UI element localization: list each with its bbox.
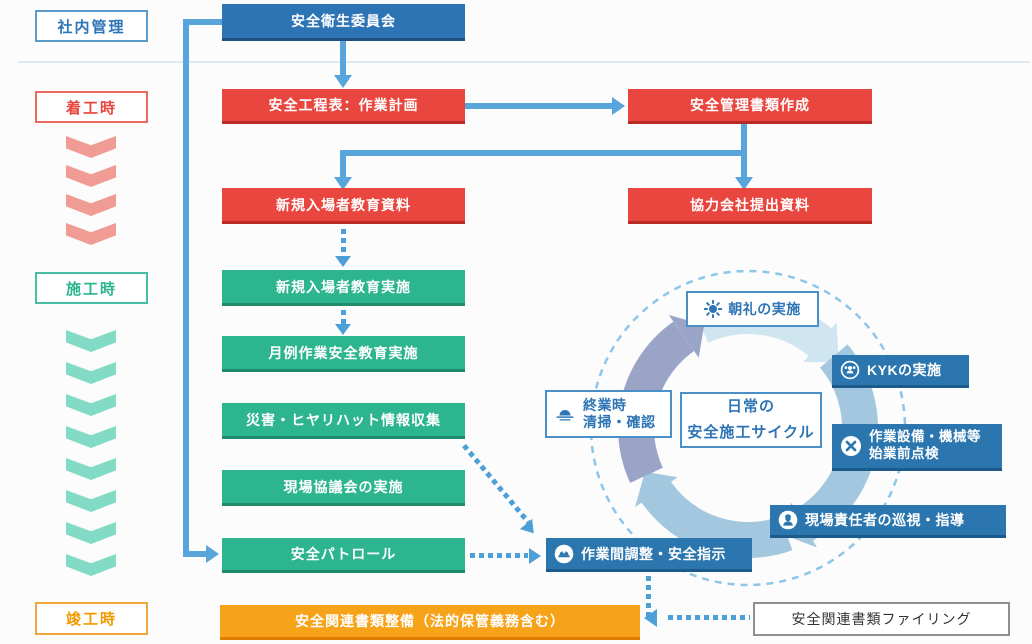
sun-icon: [704, 300, 723, 318]
cycle-equipment-label-line2: 始業前点検: [869, 446, 939, 461]
cycle-coordination-label: 作業間調整・安全指示: [581, 545, 726, 562]
stage-label-construction: 施工時: [35, 272, 148, 304]
dotted-connector: [462, 443, 531, 524]
connector: [183, 19, 189, 557]
chevron-down-icon: [66, 394, 116, 416]
chevron-down-icon: [66, 522, 116, 544]
helmet-icon: [554, 544, 574, 563]
connector: [183, 551, 209, 557]
connector: [340, 41, 346, 76]
connector: [340, 150, 346, 178]
arrowhead: [644, 609, 657, 627]
stage-label-internal: 社内管理: [35, 10, 148, 42]
chevron-down-icon: [66, 136, 116, 158]
arrowhead: [334, 177, 352, 190]
box-safety-patrol: 安全パトロール: [222, 538, 465, 573]
cycle-supervisor-label: 現場責任者の巡視・指導: [805, 512, 965, 528]
box-monthly-training: 月例作業安全教育実施: [222, 336, 465, 372]
dotted-connector: [341, 310, 346, 324]
worker-icon: [778, 510, 798, 530]
dotted-connector: [646, 576, 651, 618]
connector: [465, 103, 613, 109]
box-safety-schedule: 安全工程表：作業計画: [222, 89, 465, 124]
dotted-connector: [470, 553, 528, 558]
arrowhead: [612, 97, 625, 115]
arrowhead: [735, 177, 753, 190]
dotted-connector: [341, 229, 346, 255]
chevron-down-icon: [66, 426, 116, 448]
chevron-down-icon: [66, 194, 116, 216]
cycle-morning-assembly: 朝礼の実施: [686, 291, 819, 327]
connector: [741, 124, 747, 156]
cycle-supervisor-patrol: 現場責任者の巡視・指導: [770, 505, 1006, 538]
cycle-end-of-day-label-line1: 終業時: [583, 396, 627, 413]
box-safety-docs-create: 安全管理書類作成: [628, 89, 872, 124]
arrowhead: [529, 548, 541, 564]
dotted-connector: [668, 615, 750, 620]
box-incident-collection: 災害・ヒヤリハット情報収集: [222, 403, 465, 439]
stage-label-completion: 竣工時: [35, 602, 148, 635]
connector: [343, 150, 747, 156]
chevron-down-icon: [66, 223, 116, 245]
cycle-center-title: 日常の 安全施工サイクル: [680, 392, 822, 448]
arrowhead: [206, 545, 219, 563]
chevron-down-icon: [66, 554, 116, 576]
cycle-work-coordination: 作業間調整・安全指示: [546, 538, 752, 572]
cycle-kyk-label: KYKの実施: [867, 362, 942, 378]
stage-label-start: 着工時: [35, 91, 148, 123]
box-new-entrant-training: 新規入場者教育実施: [222, 270, 465, 306]
box-doc-maintenance: 安全関連書類整備（法的保管義務含む）: [220, 605, 640, 640]
arrowhead: [519, 518, 540, 539]
cycle-end-of-day-label-line2: 清掃・確認: [583, 414, 656, 430]
cycle-equipment-label-line1: 作業設備・機械等: [869, 429, 981, 445]
box-safety-committee: 安全衛生委員会: [222, 4, 465, 41]
chevron-down-icon: [66, 490, 116, 512]
sunset-icon: [556, 410, 574, 421]
group-icon: [840, 360, 860, 380]
cycle-center-title-line1: 日常の: [726, 397, 775, 415]
cycle-morning-label: 朝礼の実施: [728, 301, 801, 317]
box-doc-filing: 安全関連書類ファイリング: [753, 602, 1010, 636]
arrowhead: [335, 256, 351, 267]
arrowhead: [335, 324, 351, 335]
cycle-equipment-check: 作業設備・機械等 始業前点検: [832, 424, 1002, 471]
chevron-down-icon: [66, 330, 116, 352]
chevron-down-icon: [66, 165, 116, 187]
chevron-down-icon: [66, 362, 116, 384]
box-site-council: 現場協議会の実施: [222, 470, 465, 506]
connector: [186, 19, 222, 25]
cycle-kyk: KYKの実施: [832, 355, 969, 388]
arrowhead: [334, 75, 352, 88]
crossed-tools-icon: [841, 436, 861, 456]
cycle-end-of-day: 終業時 清掃・確認: [545, 390, 672, 438]
connector: [741, 156, 747, 178]
box-new-entrant-materials: 新規入場者教育資料: [222, 188, 465, 224]
section-divider: [18, 61, 1030, 63]
box-partner-docs: 協力会社提出資料: [628, 188, 872, 224]
cycle-center-title-line2: 安全施工サイクル: [687, 424, 815, 441]
chevron-down-icon: [66, 458, 116, 480]
